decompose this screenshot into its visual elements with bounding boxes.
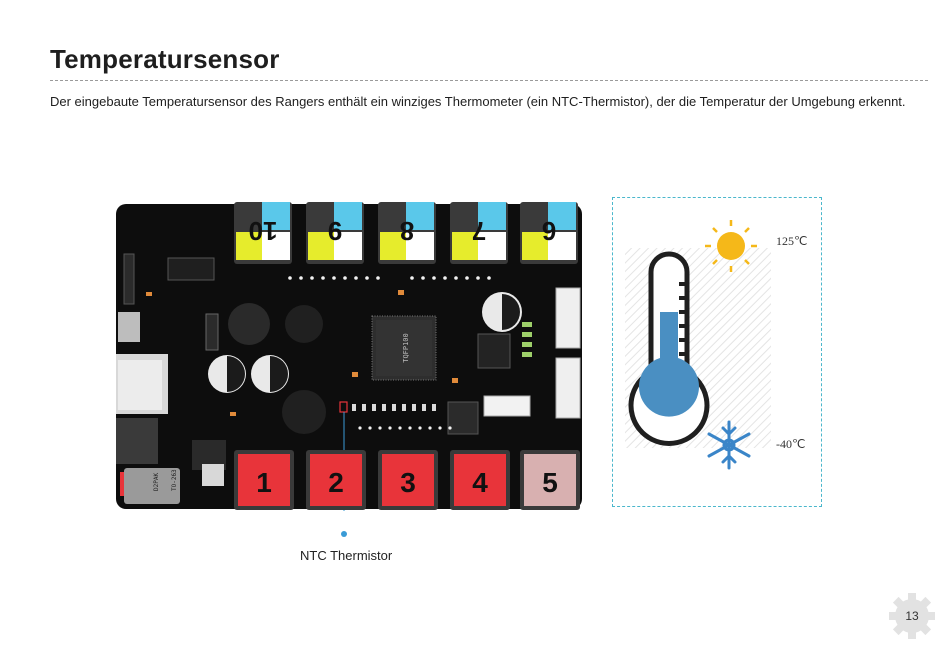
svg-text:6: 6 — [542, 216, 556, 246]
svg-text:3: 3 — [400, 467, 416, 498]
top-button-row: 10 9 8 7 6 — [234, 202, 578, 264]
svg-text:8: 8 — [400, 216, 414, 246]
sun-icon — [705, 220, 757, 272]
max-temperature-label: 125℃ — [776, 234, 808, 248]
snowflake-icon — [707, 420, 751, 470]
svg-text:D2PAK: D2PAK — [153, 473, 160, 491]
min-temperature-label: -40℃ — [776, 437, 806, 451]
svg-text:9: 9 — [328, 216, 342, 246]
callout-dot — [341, 531, 347, 537]
page-description: Der eingebaute Temperatursensor des Rang… — [50, 94, 906, 109]
thermometer-icon — [628, 251, 710, 446]
svg-text:7: 7 — [472, 216, 486, 246]
bottom-button-row: 1 2 3 4 5 — [234, 450, 580, 510]
svg-text:4: 4 — [472, 467, 488, 498]
page-number-badge: 13 — [888, 592, 936, 640]
thermometer-illustration — [625, 220, 771, 470]
svg-text:10: 10 — [249, 216, 278, 246]
svg-text:TO-263: TO-263 — [171, 469, 178, 491]
svg-text:5: 5 — [542, 467, 558, 498]
svg-text:2: 2 — [328, 467, 344, 498]
gear-icon — [889, 593, 935, 639]
ntc-thermistor-label: NTC Thermistor — [300, 548, 393, 563]
svg-text:TQFP100: TQFP100 — [402, 333, 410, 363]
page-number: 13 — [905, 609, 919, 623]
ranger-board-illustration: D2PAK TO-263 TQFP100 — [116, 202, 582, 511]
title-divider — [50, 80, 928, 81]
page-title: Temperatursensor — [50, 44, 280, 74]
svg-text:1: 1 — [256, 467, 272, 498]
thermometer-panel — [612, 197, 822, 507]
